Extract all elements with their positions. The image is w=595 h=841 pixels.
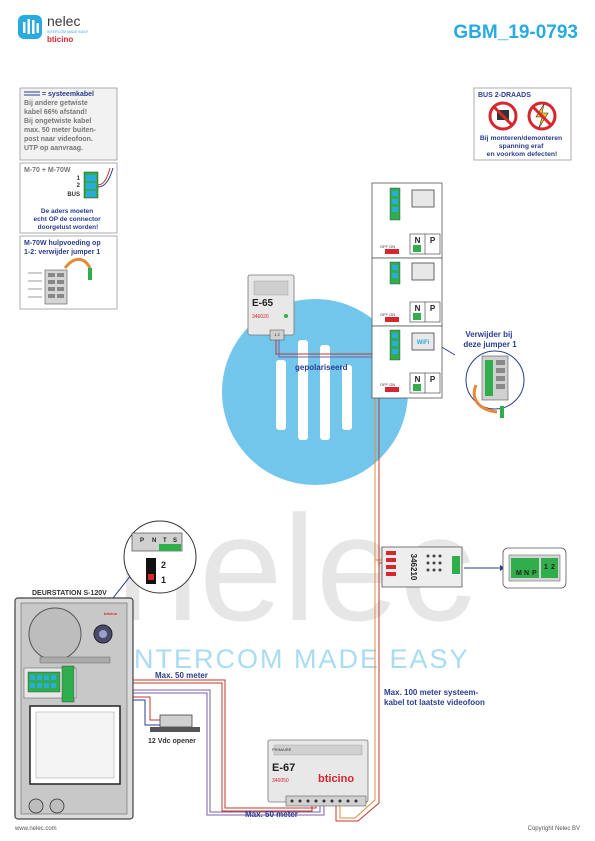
monitor-stack: OFF ON N P OFF ON N P (371, 182, 443, 399)
footer-website: www.nelec.com (14, 826, 57, 832)
decoder-zoom-2: 2 (551, 564, 555, 571)
monitor-1: OFF ON N P (371, 182, 443, 259)
door-station-title: DEURSTATION S-120V (32, 590, 107, 597)
bus-note-text: Bij monteren/demonteren spanning eraf en… (480, 135, 564, 158)
monitor-2-n: N (415, 304, 421, 313)
keypad-zoom: P N T S 2 1 (123, 520, 197, 594)
header: nelec INTERCOM MADE EASY bticino GBM_19-… (18, 13, 578, 44)
polarized-label: gepolariseerd (295, 363, 348, 372)
svg-text:M N P 1: M N P 1 2 (516, 564, 555, 577)
door-station: DEURSTATION S-120V bticino (14, 590, 134, 820)
m70w-arrow (63, 257, 92, 269)
speaker-icon (28, 607, 82, 661)
decoder-zoom: M N P 1 2 (502, 547, 567, 589)
decoder-zoom-m: M (516, 570, 522, 577)
bus-title: BUS 2-DRAADS (478, 92, 531, 99)
monitor-1-p: P (430, 236, 436, 245)
e67-power-supply: PRIMAIRE E-67 346050 bticino (267, 739, 369, 807)
e65-code: 346020 (252, 314, 269, 320)
decoder-code: 346210 (409, 554, 418, 581)
keypad-marker-2: 2 (161, 560, 166, 570)
door-station-button-1 (28, 798, 44, 814)
door-opener: 12 Vdc opener (148, 714, 200, 745)
m70-term-1: 1 (77, 176, 81, 182)
monitor-3-n: N (415, 375, 421, 384)
monitor-1-screen (411, 189, 435, 208)
decoder-zoom-1: 1 (544, 564, 548, 571)
brand-tagline: INTERCOM MADE EASY (47, 30, 89, 34)
monitor-2: OFF ON N P (371, 257, 443, 327)
e67-brand: bticino (318, 773, 354, 785)
note-m70: M-70 + M-70W 1 2 BUS De aders moeten ech… (19, 162, 118, 234)
no-plug-icon (488, 101, 518, 131)
e65-power-supply: E-65 346020 1 2 (247, 274, 295, 341)
monitor-3-switch: OFF ON (380, 382, 395, 387)
opener-label: 12 Vdc opener (148, 738, 196, 745)
cable-legend: = systeemkabel (42, 91, 94, 98)
brand-partner: bticino (47, 35, 73, 44)
monitor-3-p: P (430, 375, 436, 384)
keypad-label-p: P (140, 538, 144, 544)
decoder: 346210 (381, 546, 463, 588)
keypad-marker-1: 1 (161, 575, 166, 585)
watermark-logo-bars (276, 340, 352, 440)
note-cable: = systeemkabel Bij andere getwiste kabel… (19, 87, 118, 161)
monitor-2-p: P (430, 304, 436, 313)
svg-text:P N T S: P N T S (140, 538, 177, 544)
monitor-2-switch: OFF ON (380, 312, 395, 317)
cable-note-text: Bij andere getwiste kabel 66% afstand! B… (24, 100, 98, 152)
e67-model: E-67 (272, 762, 295, 774)
wifi-label: WiFi (417, 340, 430, 346)
remove-jumper-label: Verwijder bij deze jumper 1 (463, 330, 517, 349)
watermark-tagline: INTERCOM MADE EASY (124, 644, 469, 674)
max100-label: Max. 100 meter systeem- kabel tot laatst… (384, 688, 485, 707)
m70-note-text: De aders moeten echt OP de connector doo… (34, 208, 103, 231)
keypad-label-s: S (173, 538, 177, 544)
note-m70w: M-70W hulpvoeding op 1-2: verwijder jump… (19, 235, 118, 310)
decoder-zoom-p: P (532, 570, 537, 577)
footer-copyright: Copyright Nelec BV (528, 826, 580, 832)
no-power-icon (527, 101, 557, 131)
jumper-zoom (465, 350, 525, 418)
decoder-zoom-n: N (524, 570, 529, 577)
m70w-jumper (88, 268, 92, 280)
max50-bottom-label: Max. 50 meter (245, 810, 298, 819)
document-code: GBM_19-0793 (453, 22, 578, 43)
monitor-1-switch: OFF ON (380, 244, 395, 249)
brand-name: nelec (47, 13, 80, 29)
e65-model: E-65 (252, 298, 274, 309)
e67-code: 346050 (272, 778, 289, 784)
max50-top-label: Max. 50 meter (155, 671, 208, 680)
keypad-label-n: N (152, 538, 156, 544)
m70-term-2: 2 (77, 183, 81, 189)
monitor-3: WiFi OFF ON N P (371, 325, 443, 399)
e67-label-top: PRIMAIRE (272, 747, 292, 752)
door-station-button-2 (49, 798, 65, 814)
e65-terminals: 1 2 (274, 332, 280, 337)
door-station-brand: bticino (104, 611, 118, 616)
watermark-circle (222, 299, 408, 485)
m70-title: M-70 + M-70W (24, 167, 71, 174)
monitor-2-screen (411, 262, 435, 281)
m70-term-bus: BUS (67, 192, 80, 198)
monitor-3-screen (411, 332, 435, 351)
m70w-note-text: M-70W hulpvoeding op 1-2: verwijder jump… (24, 240, 103, 256)
note-bus: BUS 2-DRAADS Bij monteren/demonteren spa… (473, 87, 572, 161)
monitor-1-n: N (415, 236, 421, 245)
keypad-label-t: T (163, 538, 167, 544)
